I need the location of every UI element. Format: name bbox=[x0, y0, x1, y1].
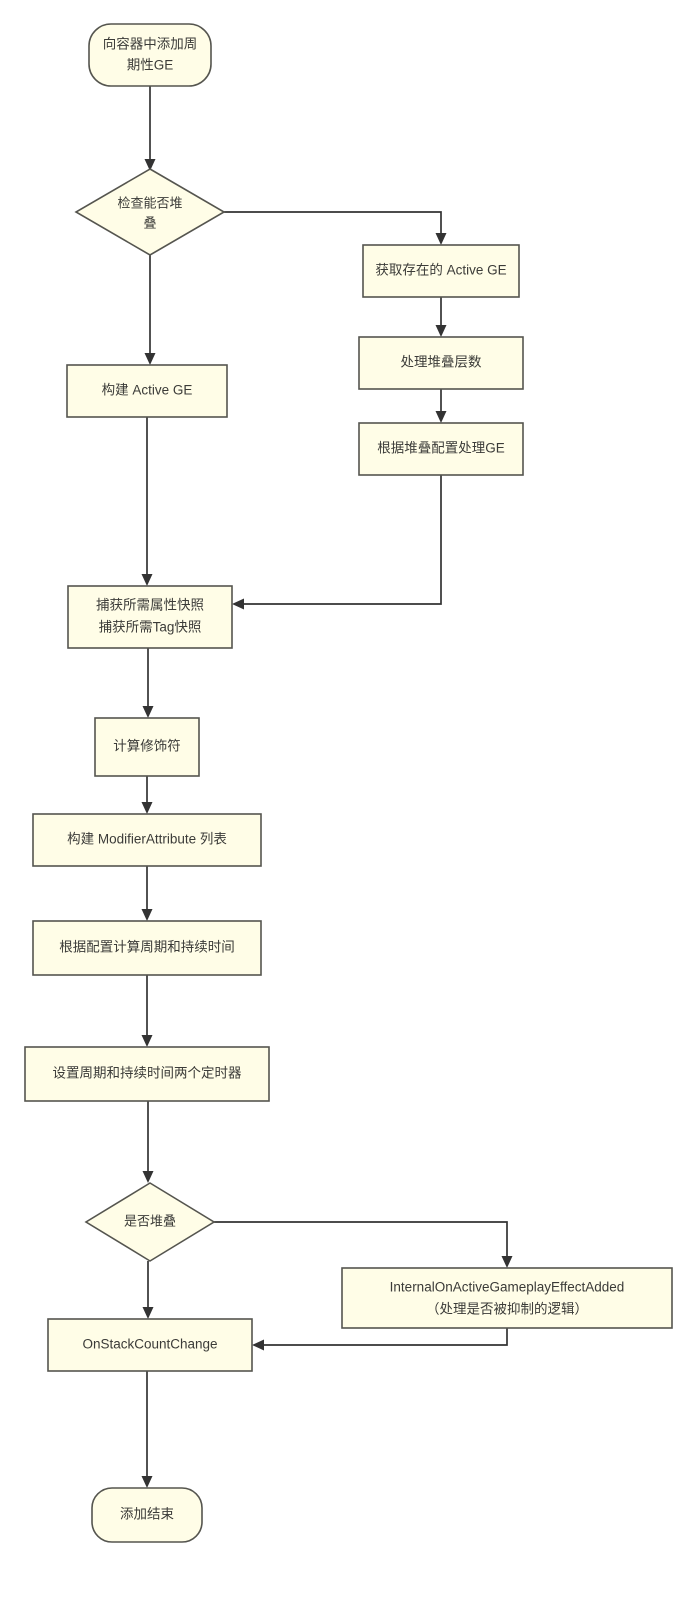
node-calc-period-duration[interactable]: 根据配置计算周期和持续时间 bbox=[32, 920, 262, 976]
node-capture-snapshots-label-line-1: 捕获所需属性快照 bbox=[96, 598, 204, 613]
node-shape-rect bbox=[32, 813, 262, 867]
node-start-label-line-2: 期性GE bbox=[127, 58, 174, 73]
node-end-label: 添加结束 bbox=[120, 1507, 174, 1522]
node-shape-diamond bbox=[74, 168, 226, 256]
node-shape-rect bbox=[32, 920, 262, 976]
node-build-modifier-attribute-list-label: 构建 ModifierAttribute 列表 bbox=[67, 832, 227, 847]
edge-line bbox=[260, 1328, 508, 1346]
edge-handle-count-to-handle-config bbox=[435, 389, 447, 423]
edge-period-to-timers bbox=[141, 975, 153, 1047]
edge-handle-config-to-capture bbox=[232, 475, 442, 610]
node-is-stacking[interactable]: 是否堆叠 bbox=[84, 1182, 216, 1262]
arrow-head-icon bbox=[144, 353, 156, 365]
arrow-head-icon bbox=[141, 574, 153, 586]
node-shape-rect bbox=[24, 1046, 270, 1102]
node-build-active-ge-label: 构建 Active GE bbox=[102, 383, 193, 398]
arrow-head-icon bbox=[435, 325, 447, 337]
arrow-head-icon bbox=[142, 1171, 154, 1183]
node-shape-rect bbox=[66, 364, 228, 418]
node-capture-snapshots[interactable]: 捕获所需属性快照 捕获所需Tag快照 bbox=[67, 585, 233, 649]
node-capture-snapshots-label-line-2: 捕获所需Tag快照 bbox=[99, 620, 202, 635]
node-shape-diamond bbox=[84, 1182, 216, 1262]
node-set-timers[interactable]: 设置周期和持续时间两个定时器 bbox=[24, 1046, 270, 1102]
node-calc-period-duration-label: 根据配置计算周期和持续时间 bbox=[59, 940, 235, 955]
arrow-head-icon bbox=[435, 233, 447, 245]
node-handle-stack-count-label: 处理堆叠层数 bbox=[401, 355, 482, 370]
edge-build-active-to-capture bbox=[141, 417, 153, 586]
arrow-head-icon bbox=[141, 1035, 153, 1047]
edge-capture-to-calc-modifier bbox=[142, 648, 154, 718]
arrow-head-icon bbox=[142, 1307, 154, 1319]
node-check-stack-label-line-2: 叠 bbox=[143, 215, 156, 230]
edge-timers-to-is-stacking bbox=[142, 1101, 154, 1183]
node-start[interactable]: 向容器中添加周 期性GE bbox=[88, 23, 212, 87]
node-shape-rect bbox=[358, 336, 524, 390]
node-on-stack-count-change-label: OnStackCountChange bbox=[82, 1337, 217, 1352]
node-shape-rect bbox=[341, 1267, 673, 1329]
arrow-head-icon bbox=[252, 1339, 264, 1351]
node-calc-modifier-label: 计算修饰符 bbox=[113, 739, 181, 754]
node-get-existing-active-ge-label: 获取存在的 Active GE bbox=[375, 263, 506, 278]
node-layer: 向容器中添加周 期性GE 检查能否堆 叠 获取存在的 Active GE 处理堆… bbox=[24, 23, 673, 1543]
edge-on-stack-count-to-end bbox=[141, 1371, 153, 1488]
node-set-timers-label: 设置周期和持续时间两个定时器 bbox=[53, 1066, 242, 1081]
edge-line bbox=[214, 1221, 508, 1260]
node-end[interactable]: 添加结束 bbox=[91, 1487, 203, 1543]
node-handle-ge-by-stack-config[interactable]: 根据堆叠配置处理GE bbox=[358, 422, 524, 476]
node-shape-terminator bbox=[91, 1487, 203, 1543]
node-calc-modifier[interactable]: 计算修饰符 bbox=[94, 717, 200, 777]
node-handle-stack-count[interactable]: 处理堆叠层数 bbox=[358, 336, 524, 390]
arrow-head-icon bbox=[144, 159, 156, 171]
node-internal-on-active-gameplay-effect-added[interactable]: InternalOnActiveGameplayEffectAdded （处理是… bbox=[341, 1267, 673, 1329]
arrow-head-icon bbox=[141, 802, 153, 814]
edge-check-to-get-existing bbox=[224, 211, 447, 245]
node-is-stacking-label: 是否堆叠 bbox=[124, 1213, 176, 1228]
arrow-head-icon bbox=[501, 1256, 513, 1268]
node-handle-ge-by-stack-config-label: 根据堆叠配置处理GE bbox=[377, 441, 505, 456]
edge-line bbox=[224, 211, 442, 237]
arrow-head-icon bbox=[435, 411, 447, 423]
edge-get-existing-to-handle-count bbox=[435, 296, 447, 337]
arrow-head-icon bbox=[141, 1476, 153, 1488]
node-check-stack-label-line-1: 检查能否堆 bbox=[117, 195, 182, 210]
node-get-existing-active-ge[interactable]: 获取存在的 Active GE bbox=[362, 244, 520, 298]
edge-internal-to-on-stack-count bbox=[252, 1328, 508, 1351]
node-shape-rect bbox=[67, 585, 233, 649]
node-shape-rect bbox=[47, 1318, 253, 1372]
node-check-stack[interactable]: 检查能否堆 叠 bbox=[74, 168, 226, 256]
edge-line bbox=[240, 475, 442, 605]
node-shape-rect bbox=[362, 244, 520, 298]
node-internal-on-active-label-line-2: （处理是否被抑制的逻辑） bbox=[426, 1302, 588, 1317]
edge-calc-modifier-to-list bbox=[141, 776, 153, 814]
node-shape-terminator bbox=[88, 23, 212, 87]
node-start-label-line-1: 向容器中添加周 bbox=[103, 36, 198, 52]
edge-is-stacking-to-on-stack-count bbox=[142, 1261, 154, 1319]
edge-start-to-check bbox=[144, 86, 156, 171]
node-build-modifier-attribute-list[interactable]: 构建 ModifierAttribute 列表 bbox=[32, 813, 262, 867]
edge-check-to-build-active bbox=[144, 255, 156, 365]
edge-layer bbox=[141, 86, 513, 1488]
arrow-head-icon bbox=[141, 909, 153, 921]
arrow-head-icon bbox=[142, 706, 154, 718]
node-shape-rect bbox=[94, 717, 200, 777]
arrow-head-icon bbox=[232, 598, 244, 610]
node-build-active-ge[interactable]: 构建 Active GE bbox=[66, 364, 228, 418]
edge-list-to-period bbox=[141, 866, 153, 921]
node-internal-on-active-label-line-1: InternalOnActiveGameplayEffectAdded bbox=[390, 1280, 625, 1295]
edge-is-stacking-to-internal bbox=[214, 1221, 513, 1268]
node-shape-rect bbox=[358, 422, 524, 476]
node-on-stack-count-change[interactable]: OnStackCountChange bbox=[47, 1318, 253, 1372]
